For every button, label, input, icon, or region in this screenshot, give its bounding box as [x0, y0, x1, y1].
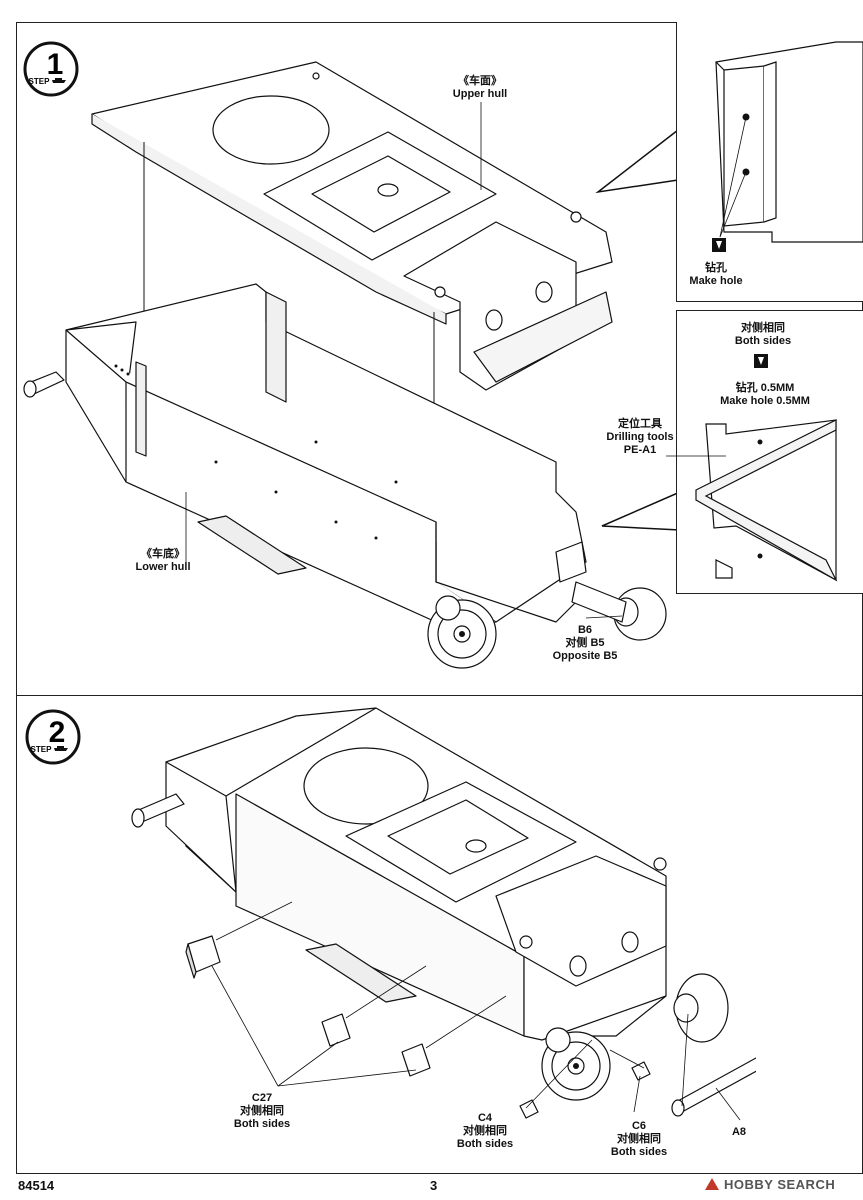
c27-label: C27 对侧相同 Both sides [232, 1092, 292, 1131]
drilling-tools-leader [666, 455, 726, 457]
both-sides-cn: 对侧相同 [741, 322, 785, 334]
b6-en: Opposite B5 [552, 650, 618, 662]
part-c6 [631, 1061, 651, 1081]
turret-ring-step2 [303, 747, 429, 825]
callout-wedge-bottom [601, 491, 681, 531]
both-sides-label: 对侧相同 Both sides [718, 322, 808, 348]
c6-part: C6 [631, 1120, 647, 1132]
turret-ring [212, 95, 330, 165]
part-a8 [675, 1057, 756, 1113]
upper-hull-label: 《车面》 Upper hull [445, 75, 515, 101]
c6-en: Both sides [610, 1146, 668, 1158]
step-2-word: STEP [31, 745, 53, 754]
both-sides-en: Both sides [734, 335, 792, 347]
step-1-number: 1 [47, 48, 64, 81]
c6-cn: 对侧相同 [617, 1133, 661, 1145]
lower-hull-cn: 《车底》 [141, 548, 185, 560]
watermark-text: HOBBY SEARCH [724, 1176, 836, 1192]
callout-wedge-top [595, 129, 679, 194]
step-2-badge: 2 STEP [24, 708, 82, 766]
b6-part: B6 [577, 624, 593, 636]
tank-icon [54, 746, 68, 751]
step-1-word: STEP [29, 77, 51, 86]
c27-en: Both sides [233, 1118, 291, 1130]
c27-cn: 对侧相同 [240, 1105, 284, 1117]
make-hole-inset-drawing [712, 41, 863, 252]
make-hole-cn: 钻孔 [705, 262, 727, 274]
c4-label: C4 对侧相同 Both sides [450, 1112, 520, 1151]
part-c27-b [321, 1013, 351, 1047]
make-hole-05-label: 钻孔 0.5MM Make hole 0.5MM [700, 382, 830, 408]
step-2-drawing [131, 707, 756, 1121]
make-hole-05-en: Make hole 0.5MM [720, 395, 810, 407]
drilling-tools-cn: 定位工具 [618, 418, 662, 430]
step-badge-circle-icon: 2 STEP [25, 709, 81, 765]
b6-label: B6 对侧 B5 Opposite B5 [550, 624, 620, 663]
step-2-number: 2 [49, 716, 66, 749]
hobby-search-logo-icon [705, 1178, 719, 1190]
lower-hull-label: 《车底》 Lower hull [128, 548, 198, 574]
a8-label: A8 [724, 1126, 754, 1139]
make-hole-en: Make hole [689, 275, 743, 287]
drilling-tools-inset-drawing [695, 419, 838, 582]
page-number: 3 [430, 1178, 438, 1193]
c4-en: Both sides [456, 1138, 514, 1150]
watermark: HOBBY SEARCH [704, 1174, 835, 1194]
part-c27-c [401, 1043, 431, 1077]
step-1-badge: 1 STEP [22, 40, 80, 98]
step-badge-circle-icon: 1 STEP [23, 41, 79, 97]
b6-cn: 对侧 B5 [565, 637, 605, 649]
make-hole-label: 钻孔 Make hole [686, 262, 746, 288]
upper-hull-cn: 《车面》 [458, 75, 502, 87]
drill-icon-small [754, 354, 768, 368]
kit-number: 84514 [18, 1178, 55, 1193]
make-hole-05-cn: 钻孔 0.5MM [735, 382, 795, 394]
c6-label: C6 对侧相同 Both sides [604, 1120, 674, 1159]
c4-part: C4 [477, 1112, 493, 1124]
a8-part: A8 [731, 1126, 747, 1138]
c27-part: C27 [251, 1092, 273, 1104]
drilling-tools-label: 定位工具 Drilling tools PE-A1 [600, 418, 680, 457]
upper-hull-en: Upper hull [452, 88, 508, 100]
drilling-tools-part: PE-A1 [623, 444, 657, 456]
c4-cn: 对侧相同 [463, 1125, 507, 1137]
lower-hull-en: Lower hull [135, 561, 191, 573]
drilling-tools-en: Drilling tools [606, 431, 674, 443]
tank-icon [52, 78, 66, 83]
part-c4 [519, 1099, 539, 1119]
step-1-drawing [23, 61, 667, 669]
